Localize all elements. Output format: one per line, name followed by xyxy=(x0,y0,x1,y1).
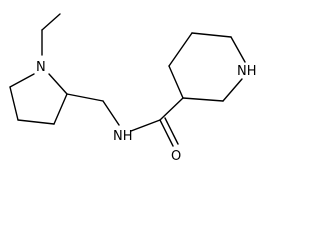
bond-ch3-ch2 xyxy=(41,13,61,31)
bond-c2-ch2 xyxy=(66,93,104,102)
atom-label-nh-piperidine: NH xyxy=(237,64,257,79)
piperidine-ring xyxy=(168,32,246,102)
linker-chain xyxy=(66,93,184,147)
bond-c4-c5-pip xyxy=(168,32,193,67)
bond-c3-c2 xyxy=(53,93,68,125)
atom-label-n-pyrrolidine: N xyxy=(36,60,46,75)
bond-carbonyl-c3pip xyxy=(159,97,184,121)
bond-nh-carbonyl xyxy=(130,119,161,132)
bond-c2-c3-pip xyxy=(182,97,224,102)
pyrrolidine-ring xyxy=(9,73,68,125)
atom-label-nh-amide: NH xyxy=(113,129,133,144)
atom-label-o-carbonyl: O xyxy=(171,149,181,164)
bond-carbonyl-o-2 xyxy=(164,117,179,145)
bond-c5-c4 xyxy=(9,86,19,121)
bond-carbonyl-o-1 xyxy=(159,119,174,147)
bond-c3-c4-pip xyxy=(168,65,184,99)
bond-ch2-nh xyxy=(102,100,120,126)
bond-c4-c3 xyxy=(17,119,55,125)
ethyl-group xyxy=(41,13,61,56)
bond-n1-c5 xyxy=(9,73,35,88)
bond-c6-n1-pip xyxy=(230,36,246,63)
bond-c5-c6-pip xyxy=(191,32,232,38)
bond-c2-n1 xyxy=(48,73,68,95)
molecule-structure: N NH O NH xyxy=(9,13,257,164)
bond-n1-c2-pip xyxy=(222,78,243,102)
molecule-canvas: N NH O NH xyxy=(9,13,257,164)
